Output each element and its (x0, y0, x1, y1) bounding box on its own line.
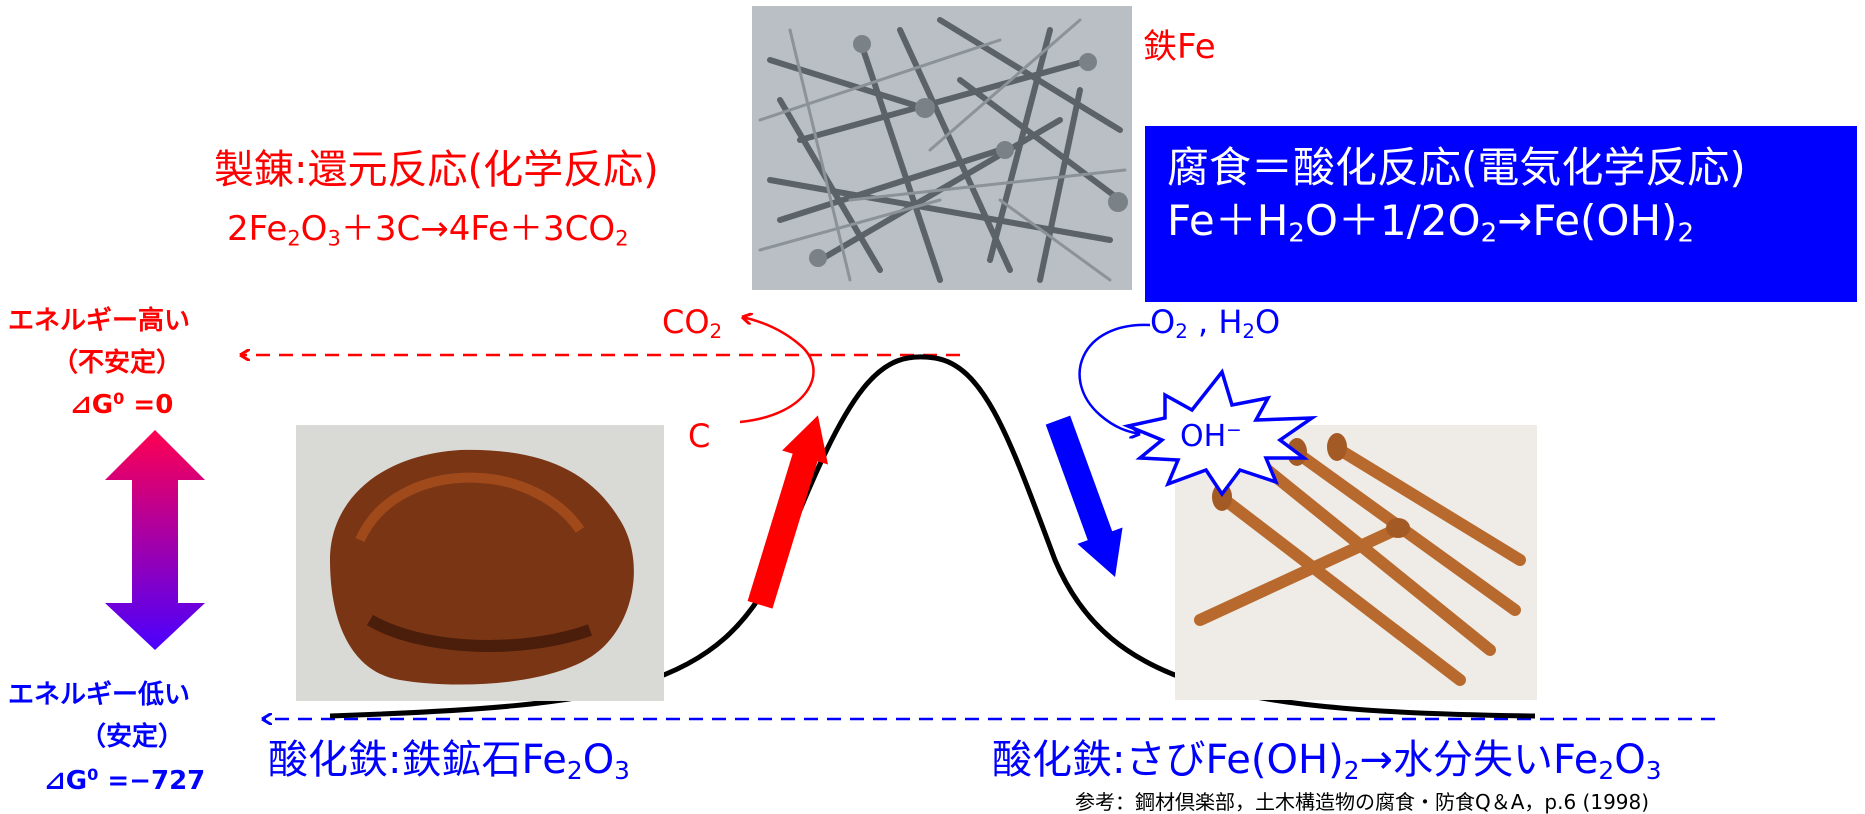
energy-high-line1: エネルギー高い (8, 306, 191, 336)
energy-high-line2: （不安定） (52, 348, 183, 378)
energy-high-dg: ⊿G0 =0 (70, 389, 174, 420)
corrosion-equation: Fe＋H2O＋1/2O2→Fe(OH)2 (1167, 195, 1695, 248)
iron-label: 鉄Fe (1143, 27, 1216, 67)
down-arrow-icon (1045, 415, 1123, 578)
energy-low-line2: （安定） (80, 722, 185, 752)
smelting-title: 製錬:還元反応(化学反応) (214, 147, 659, 193)
reactants-label: O2 , H2O (1150, 303, 1281, 343)
reactants-to-hydroxide-arrow (1078, 323, 1151, 434)
energy-low-line1: エネルギー低い (8, 680, 191, 710)
hydroxide-label: OH− (1180, 419, 1242, 454)
iron-oxide-ore-label: 酸化鉄:鉄鉱石Fe2O3 (268, 737, 630, 786)
corrosion-box: 腐食＝酸化反応(電気化学反応) Fe＋H2O＋1/2O2→Fe(OH)2 (1145, 126, 1857, 302)
starburst-icon (1122, 368, 1318, 498)
energy-low-dg: ⊿G0 =−727 (44, 765, 206, 796)
reference-note: 参考：鋼材倶楽部，土木構造物の腐食・防食Q＆A，p.6 (1998) (1075, 790, 1650, 814)
energy-barrier-curve (329, 354, 1536, 719)
carbon-to-co2-arrow (739, 317, 815, 424)
iron-oxide-rust-label: 酸化鉄:さびFe(OH)2→水分失いFe2O3 (992, 737, 1662, 786)
double-arrow-icon (105, 430, 205, 650)
iron-nails-photo (752, 6, 1132, 290)
up-arrow-icon (747, 415, 829, 609)
corrosion-title: 腐食＝酸化反応(電気化学反応) (1167, 143, 1746, 192)
smelting-equation: 2Fe2O3＋3C→4Fe＋3CO2 (227, 209, 629, 251)
iron-ore-photo (296, 425, 664, 701)
co2-label: CO2 (662, 303, 723, 343)
carbon-label: C (688, 417, 711, 455)
